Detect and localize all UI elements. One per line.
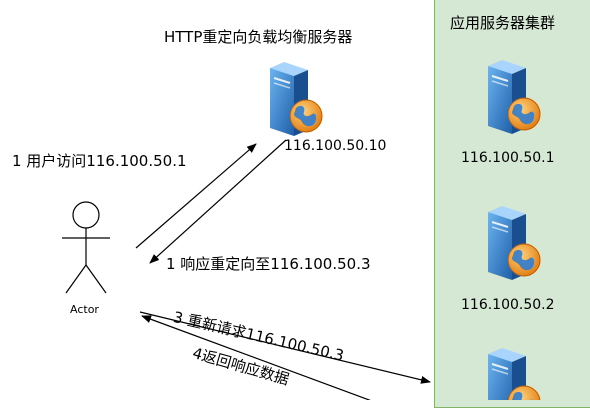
load-balancer-server-icon [269, 61, 323, 137]
edge-1-arrow [135, 143, 257, 249]
cluster-server-2-ip: 116.100.50.2 [461, 297, 555, 313]
edge-3-arrow [139, 311, 431, 384]
edge-2-label: 1 响应重定向至116.100.50.3 [166, 255, 371, 273]
load-balancer-ip: 116.100.50.10 [284, 138, 387, 154]
actor-label: Actor [70, 303, 99, 316]
load-balancer-title: HTTP重定向负载均衡服务器 [164, 28, 353, 46]
edge-4-arrow [141, 315, 371, 400]
edge-1-label: 1 用户访问116.100.50.1 [12, 152, 187, 170]
edge-2-arrow [149, 139, 287, 264]
cluster-server-1-ip: 116.100.50.1 [461, 150, 555, 166]
cluster-title: 应用服务器集群 [450, 14, 556, 32]
cluster-server-1-icon [487, 59, 541, 135]
actor-icon [62, 201, 110, 294]
cluster-server-3-icon [487, 347, 541, 400]
cluster-server-2-icon [487, 205, 541, 281]
